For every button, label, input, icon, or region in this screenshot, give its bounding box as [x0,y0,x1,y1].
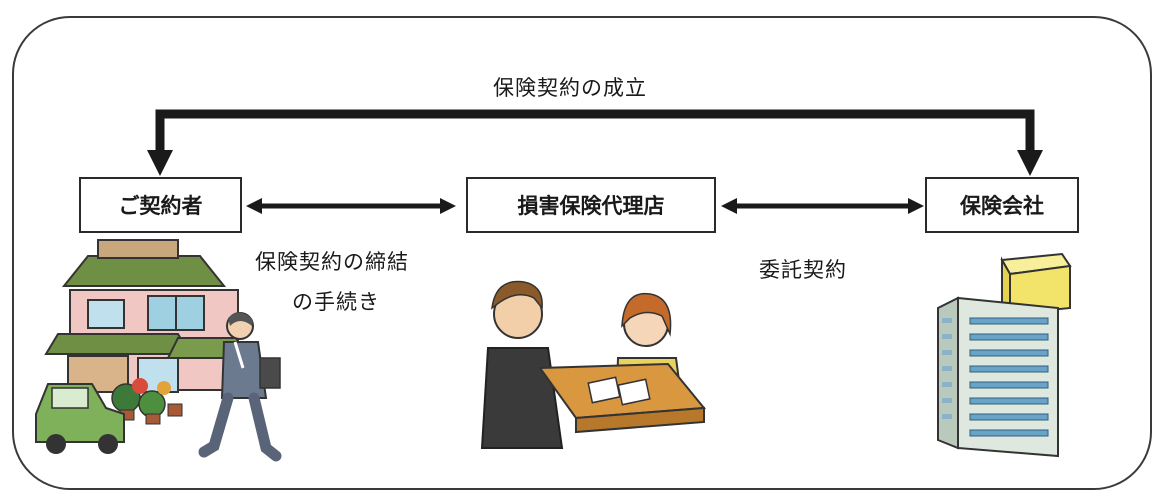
contract-established-arrow [155,109,1035,160]
agency-illustration [480,280,706,449]
arrowhead-right-down [1017,150,1043,176]
contract-established-label: 保険契約の成立 [493,76,647,100]
procedure-label-line1: 保険契約の締結 [255,250,409,274]
procedure-label-line2: の手続き [292,290,380,314]
diagram-frame [12,16,1152,490]
insurance-company-building-icon [937,252,1072,458]
consignment-label: 委託契約 [759,258,847,282]
node-insurance-company: 保険会社 [925,177,1079,233]
arrowhead-left-down [147,150,173,176]
node-policyholder: ご契約者 [79,177,242,233]
walking-man-icon [198,312,282,462]
policyholder-illustration [35,239,282,462]
car-icon [35,383,125,454]
node-insurance-agency: 損害保険代理店 [466,177,716,233]
